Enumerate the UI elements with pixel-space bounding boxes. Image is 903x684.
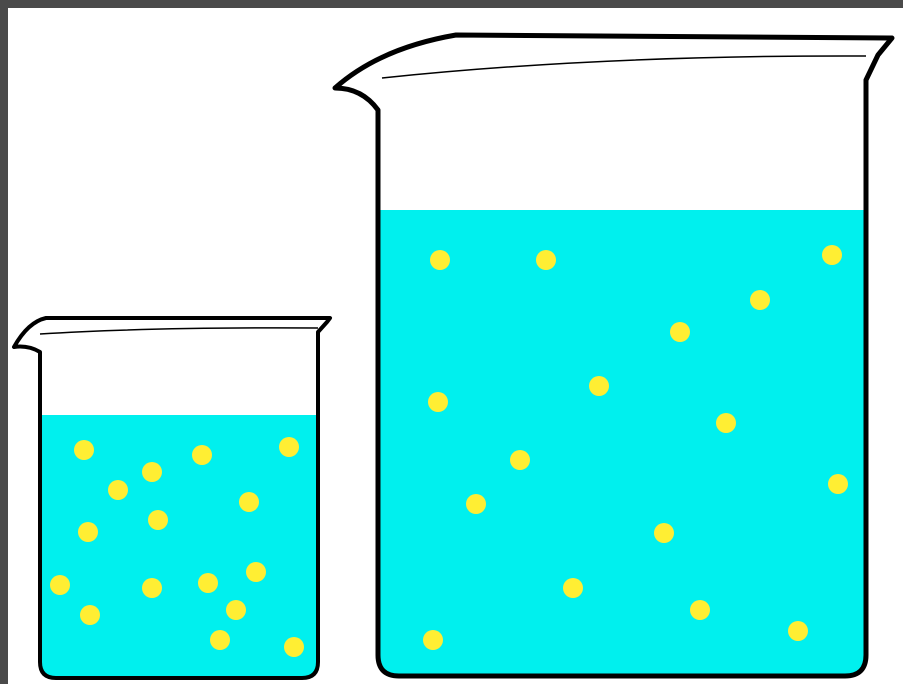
particle [210,630,230,650]
diagram-canvas [8,8,903,684]
small-beaker-liquid [40,415,318,678]
small-beaker-particles [50,437,304,657]
particle [428,392,448,412]
particle [828,474,848,494]
small-beaker-rim-highlight [39,327,319,335]
particle [716,413,736,433]
large-beaker [332,32,895,679]
particle [192,445,212,465]
particle [589,376,609,396]
particle [74,440,94,460]
particle [423,630,443,650]
particle [198,573,218,593]
particle [466,494,486,514]
beakers-illustration [12,32,895,680]
particle [670,322,690,342]
particle [690,600,710,620]
particle [822,245,842,265]
particle [430,250,450,270]
particle [148,510,168,530]
particle [654,523,674,543]
particle [80,605,100,625]
particle [50,575,70,595]
particle [142,578,162,598]
particle [246,562,266,582]
particle [226,600,246,620]
small-beaker [12,316,332,680]
particle [279,437,299,457]
particle [239,492,259,512]
particle [78,522,98,542]
particle [284,637,304,657]
particle [788,621,808,641]
particle [510,450,530,470]
particle [108,480,128,500]
small-beaker-glass [12,316,332,680]
particle [563,578,583,598]
large-beaker-glass [332,32,895,679]
large-beaker-liquid [378,210,866,676]
particle [142,462,162,482]
particle [750,290,770,310]
particle [536,250,556,270]
large-beaker-rim-highlight [381,55,867,79]
large-beaker-particles [423,245,848,650]
